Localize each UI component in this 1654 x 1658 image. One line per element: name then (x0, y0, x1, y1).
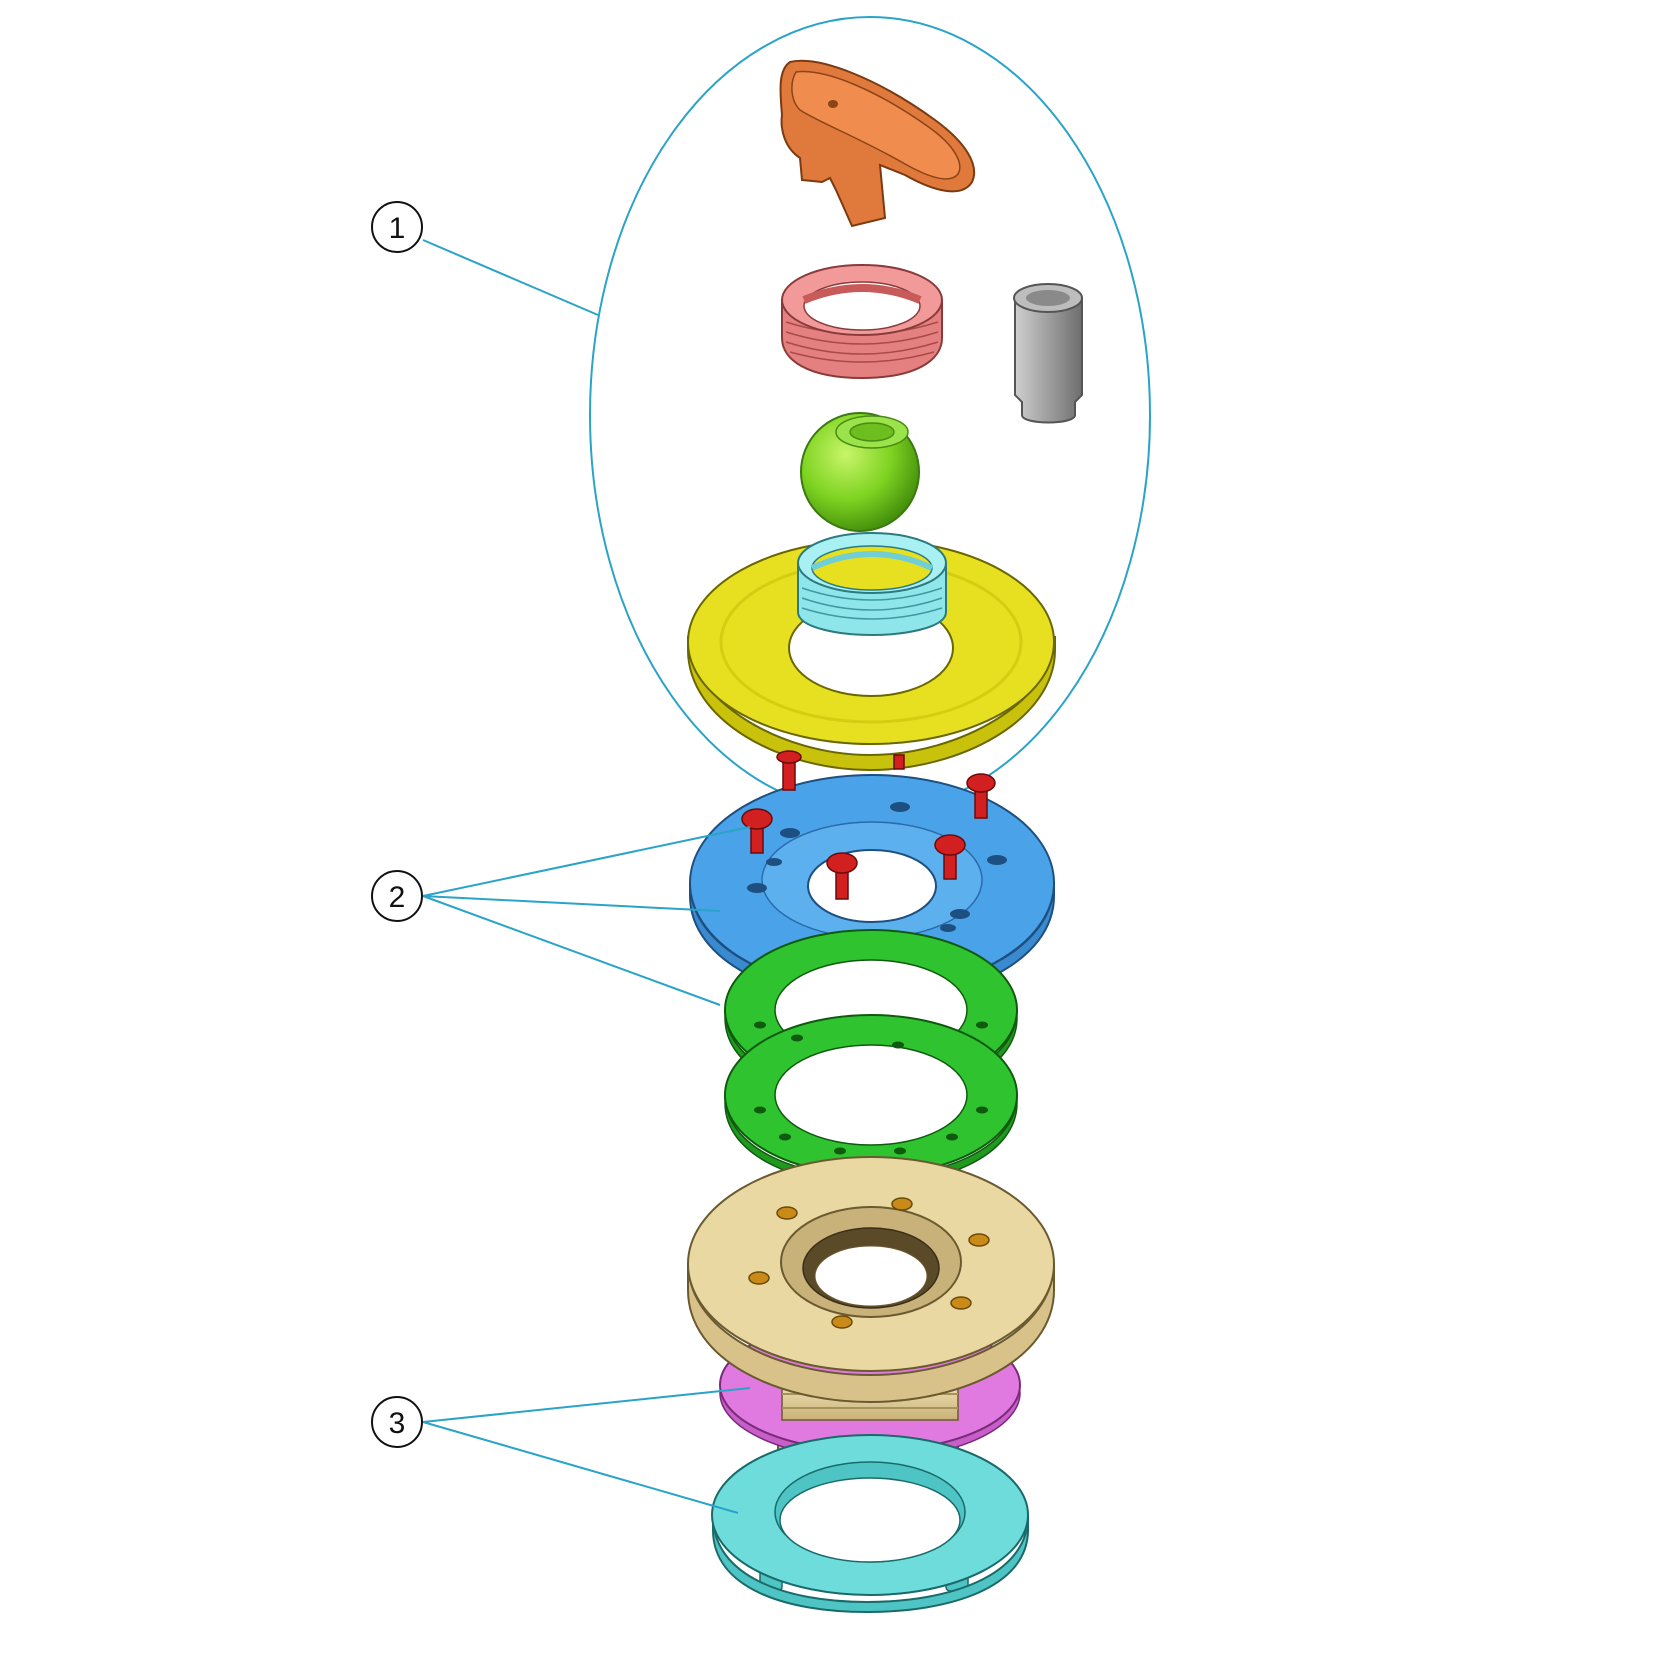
callout-number: 3 (389, 1407, 406, 1440)
callout-3: 3 (371, 1396, 423, 1448)
callout-number: 2 (389, 881, 406, 914)
leader-lines (422, 239, 751, 1514)
insert-ring-icon (797, 532, 947, 637)
leader-line-2a (422, 826, 751, 897)
threaded-ring-icon (781, 264, 943, 380)
gasket-icon (724, 1014, 1018, 1186)
callout-2: 2 (371, 870, 423, 922)
callout-number: 1 (389, 212, 406, 245)
leader-line-2c (422, 895, 721, 1006)
body-icon (687, 1156, 1055, 1404)
lock-nut-icon (711, 1434, 1029, 1614)
leader-line-3a (422, 1387, 751, 1423)
callout-1: 1 (371, 201, 423, 253)
leader-line-1 (422, 239, 599, 316)
leader-line-3b (422, 1421, 739, 1514)
spacer-icon (1013, 283, 1083, 424)
leader-line-2b (422, 895, 721, 912)
handle-icon (779, 59, 976, 228)
ball-icon (800, 412, 920, 532)
